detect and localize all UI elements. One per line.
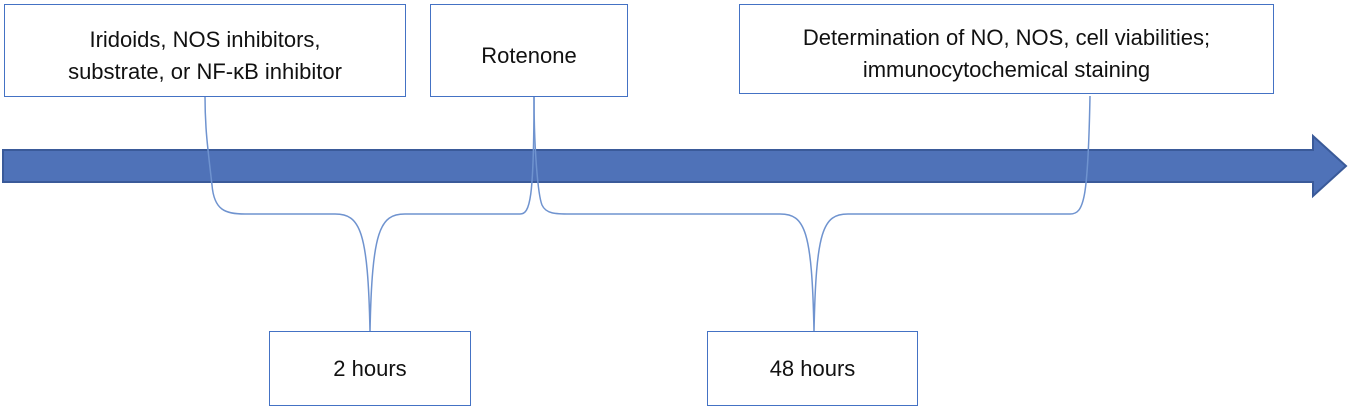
pretreatment-label-line1: Iridoids, NOS inhibitors, (89, 26, 321, 52)
assays-label-line1: Determination of NO, NOS, cell viabiliti… (802, 25, 1211, 50)
bracket-2-hours (204, 95, 535, 333)
assays-box: Determination of NO, NOS, cell viabiliti… (739, 4, 1274, 94)
timeline-arrow (2, 133, 1348, 199)
interval-box-2-hours: 2 hours (269, 331, 471, 406)
interval-label-48-hours: 48 hours (769, 355, 856, 381)
interval-box-48-hours: 48 hours (707, 331, 918, 406)
assays-label-line2: immunocytochemical staining (862, 57, 1151, 82)
pretreatment-label-line2: substrate, or NF-κB inhibitor (68, 58, 342, 84)
interval-label-2-hours: 2 hours (333, 355, 407, 381)
bracket-48-hours (533, 95, 1091, 333)
rotenone-box: Rotenone (430, 4, 628, 97)
rotenone-label: Rotenone (481, 42, 577, 68)
pretreatment-box: Iridoids, NOS inhibitors, substrate, or … (4, 4, 406, 97)
